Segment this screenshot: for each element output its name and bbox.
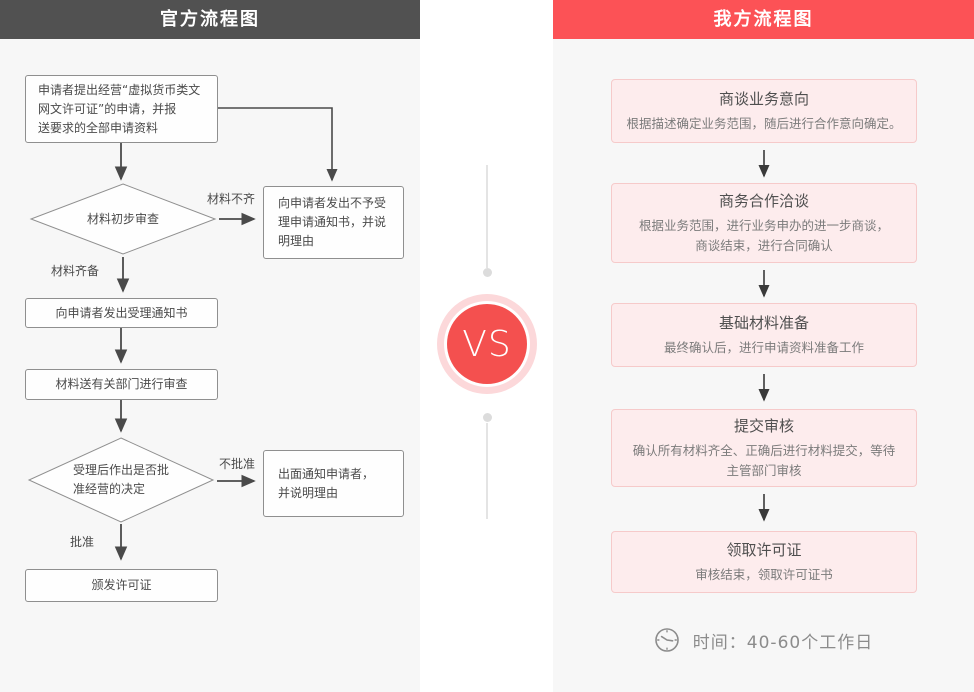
divider-line-bottom [486,423,488,519]
step-desc: 最终确认后，进行申请资料准备工作 [663,340,864,355]
step-desc: 根据描述确定业务范围，随后进行合作意向确定。 [626,116,902,131]
step-card-submit-review: 提交审核 确认所有材料齐全、正确后进行材料提交，等待 主管部门审核 [611,409,917,487]
flow-node-reject-notice: 向申请者发出不予受 理申请通知书，并说 明理由 [263,186,404,259]
step-desc: 根据业务范围，进行业务申办的进一步商谈， 商谈结束，进行合同确认 [638,218,889,253]
step-desc: 审核结束，领取许可证书 [695,567,833,582]
flow-node-issue-license: 颁发许可证 [25,569,218,602]
step-card-business-intent: 商谈业务意向 根据描述确定业务范围，随后进行合作意向确定。 [611,79,917,143]
our-flowchart-panel: 我方流程图 商谈业务意向 根据描述确定业务范围，随后进行合作意向确定。 商务合作… [553,0,974,692]
official-flowchart-panel: 官方流程图 [0,0,420,692]
flow-node-accept-notice: 向申请者发出受理通知书 [25,298,218,328]
step-card-get-license: 领取许可证 审核结束，领取许可证书 [611,531,917,593]
arrow-apply-to-reject-elbow [218,107,338,182]
time-estimate-text: 时间：40-60个工作日 [692,632,874,653]
divider-dot-bottom [482,413,492,422]
step-title: 商务合作洽谈 [718,192,809,210]
step-desc: 确认所有材料齐全、正确后进行材料提交，等待 主管部门审核 [632,443,896,478]
flow-node-initial-review: 材料初步审查 [86,211,159,226]
edge-label-not-approved: 不批准 [219,457,256,471]
vs-badge: VS [447,304,527,384]
divider-dot-top [482,268,492,277]
edge-label-materials-incomplete: 材料不齐 [207,192,256,206]
step-title: 领取许可证 [726,541,802,559]
step-title: 提交审核 [733,417,794,435]
time-estimate-row: 时间：40-60个工作日 [553,625,974,655]
step-title: 基础材料准备 [718,314,809,332]
edge-label-approved: 批准 [70,535,95,549]
right-panel-title: 我方流程图 [553,0,974,39]
step-card-cooperation-talks: 商务合作洽谈 根据业务范围，进行业务申办的进一步商谈， 商谈结束，进行合同确认 [611,183,917,263]
step-card-material-prep: 基础材料准备 最终确认后，进行申请资料准备工作 [611,303,917,367]
flow-node-notify-applicant: 出面通知申请者， 并说明理由 [263,450,404,517]
flow-node-dept-review: 材料送有关部门进行审查 [25,369,218,400]
flow-node-approval-decision: 受理后作出是否批 准经营的决定 [72,463,169,496]
clock-icon [654,628,679,652]
left-panel-title: 官方流程图 [0,0,420,39]
edge-label-materials-complete: 材料齐备 [51,264,100,278]
step-title: 商谈业务意向 [718,90,809,108]
vs-divider: VS [420,0,553,692]
vs-badge-label: VS [462,323,512,365]
divider-line-top [486,165,488,268]
flow-node-apply: 申请者提出经营“虚拟货币类文 网文许可证”的申请，并报 送要求的全部申请资料 [25,75,218,143]
